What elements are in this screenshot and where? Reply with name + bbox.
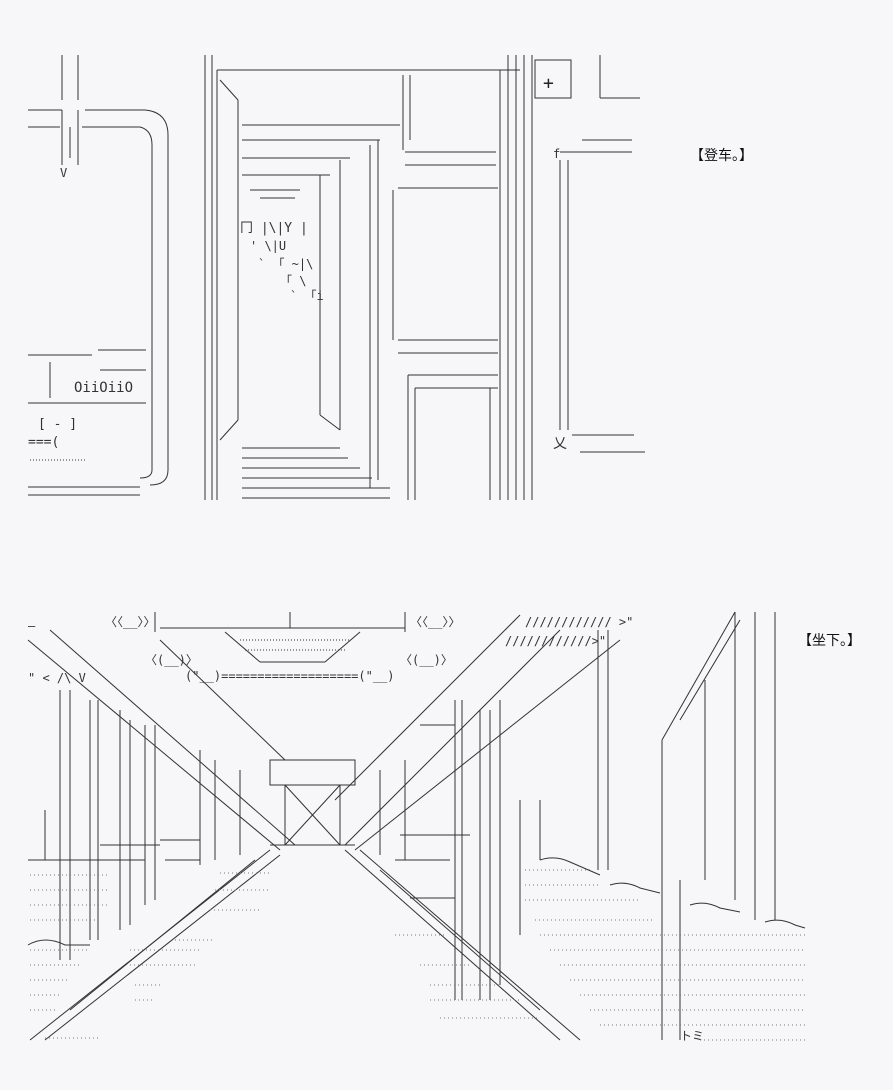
caption-sitting-down: 【坐下。】 [796,630,863,650]
ceiling-light-bar: ("__)===================("__) [185,669,395,683]
ceiling-lamp-left: 〈〈__〉〉 [105,615,155,629]
plus-sign: + [543,73,554,94]
interior-sign-glyph-4: 「 \ [280,274,306,288]
pipe-valve-glyph: V [60,166,67,180]
floor-dot-texture [30,869,805,1041]
floor-label-glyph: トミ [680,1029,704,1043]
interior-sign-glyph: 冂 |\|Y | [240,221,308,236]
ceiling-slashes: //////////// >" [525,615,633,629]
ceiling-lamp-mid-left: 〈(__)〉 [145,653,198,667]
equals-sign-row: ===( [28,435,59,450]
interior-sign-glyph-3: ` 「 ~|\ [258,257,313,271]
caption-boarding: 【登车。】 [688,145,755,165]
bottom-panel-train-interior-scene: — 〈〈__〉〉 〈〈__〉〉 //////////// >" ////////… [27,611,806,1043]
ceiling-lamp-mid-right: 〈(__)〉 [400,653,453,667]
ceiling-lamp-right: 〈〈__〉〉 [410,615,460,629]
x-glyph: 乂 [553,436,567,452]
circle-lights-row: OiiOiiO [74,380,133,396]
interior-sign-glyph-2: ' \|U [250,239,286,253]
interior-sign-glyph-5: ` 「i [290,289,324,303]
bracket-sign: [ - ] [38,417,77,432]
top-panel-train-door-scene: V OiiOiiO [ - ] ===( [28,55,645,500]
ceiling-slashes-2: ////////////>" [505,634,606,648]
ceiling-glyph-left: — [28,619,36,633]
left-wall-glyph: " < /\ V [28,671,86,685]
f-glyph: f [553,147,560,161]
